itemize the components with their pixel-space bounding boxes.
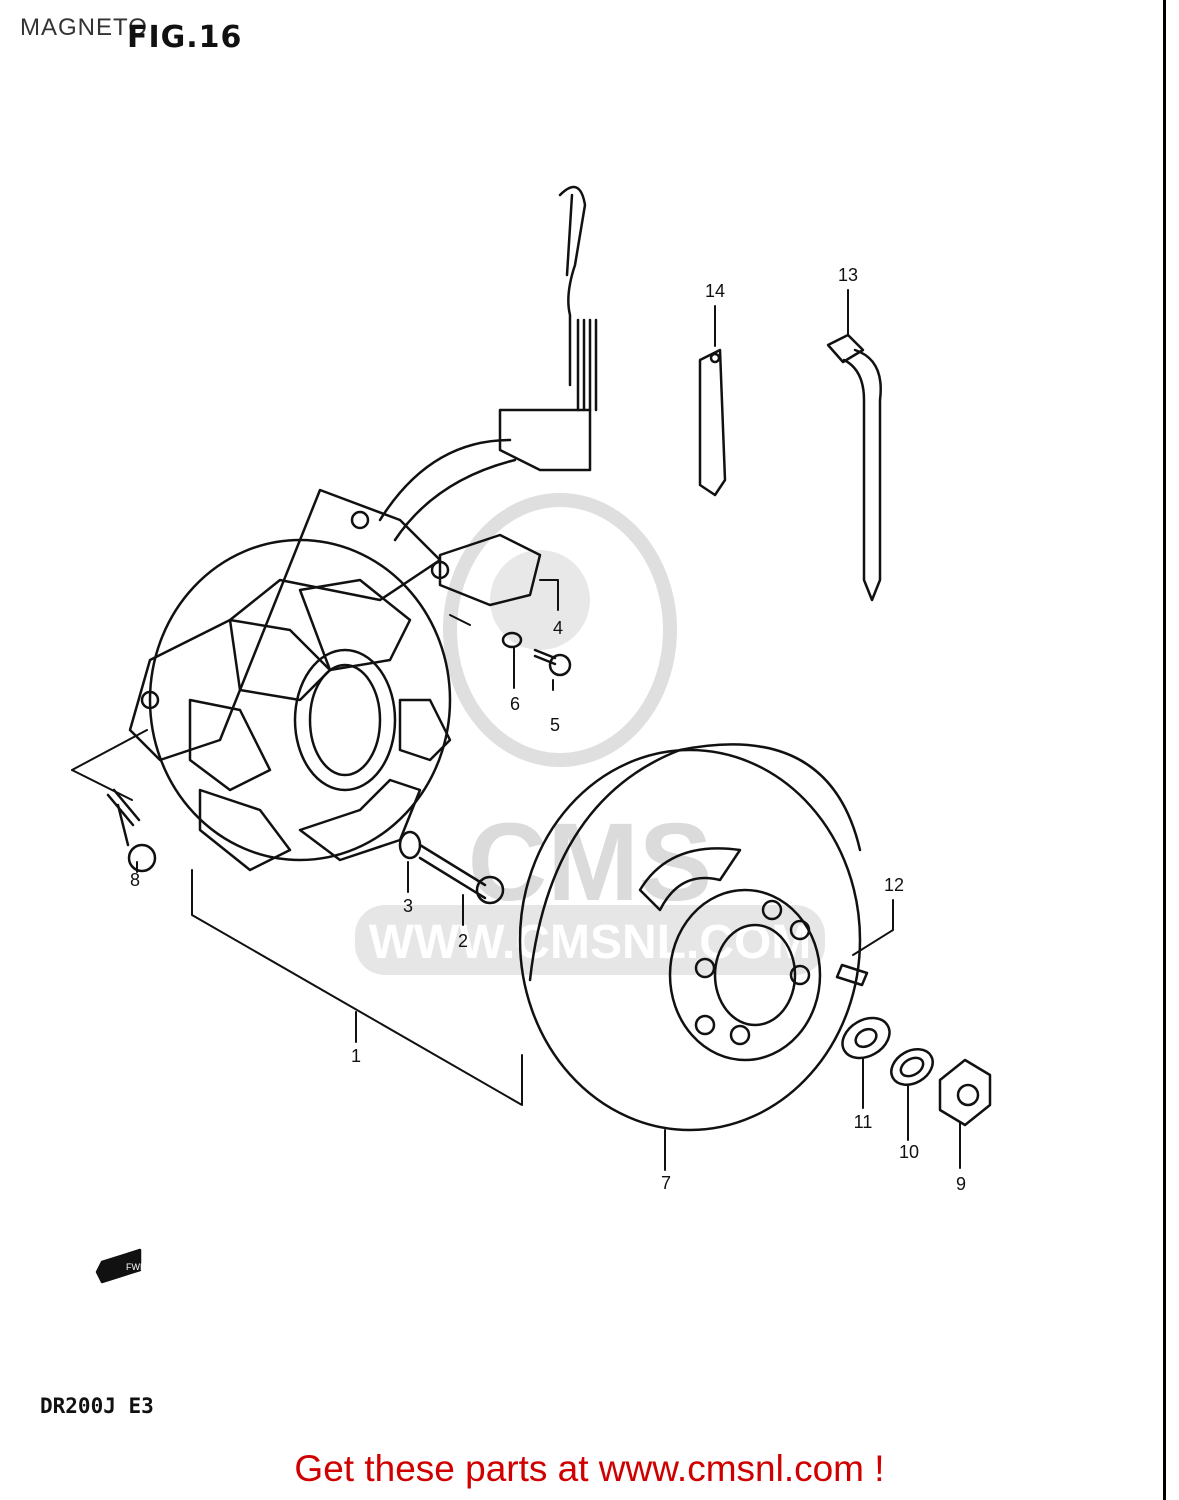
screw-8	[106, 788, 157, 873]
callout-11: 11	[854, 1112, 873, 1132]
watermark-logo: CMS	[468, 801, 712, 924]
clamp-14	[698, 348, 727, 497]
cta-link-text[interactable]: Get these parts at www.cmsnl.com !	[294, 1448, 885, 1489]
screw-5	[533, 648, 572, 677]
callout-3: 3	[403, 896, 413, 916]
callout-8: 8	[130, 870, 140, 890]
callout-13: 13	[838, 265, 858, 285]
fwd-label: FWD	[126, 1262, 147, 1272]
callout-1: 1	[351, 1046, 361, 1066]
callout-14: 14	[705, 281, 725, 301]
connector	[430, 533, 542, 607]
page-title: MAGNETO	[20, 14, 148, 41]
cable-tie-13	[826, 333, 882, 602]
key-12	[835, 963, 869, 987]
watermark-url: WWW.CMSNL.COM	[369, 916, 812, 969]
washer-10	[890, 1048, 934, 1086]
callout-10: 10	[899, 1142, 919, 1162]
callout-9: 9	[956, 1174, 966, 1194]
rotor	[518, 743, 862, 1132]
callout-5: 5	[550, 715, 560, 735]
bolt-2	[418, 843, 505, 905]
right-border	[1163, 0, 1166, 1500]
washer-6	[501, 631, 523, 649]
stator-assembly	[128, 488, 452, 872]
wire-harness	[378, 185, 598, 542]
cms-watermark: CMS WWW.CMSNL.COM	[355, 493, 825, 975]
washer-11	[841, 1016, 891, 1060]
callout-7: 7	[661, 1173, 671, 1193]
callout-12: 12	[884, 875, 904, 895]
figure-label: FIG.16	[127, 20, 243, 55]
callout-2: 2	[458, 931, 468, 951]
callout-6: 6	[510, 694, 520, 714]
model-code: DR200J E3	[40, 1394, 154, 1418]
callout-4: 4	[553, 618, 563, 638]
washer-3	[398, 830, 422, 860]
nut-9	[938, 1058, 992, 1127]
fwd-arrow	[95, 1248, 142, 1284]
